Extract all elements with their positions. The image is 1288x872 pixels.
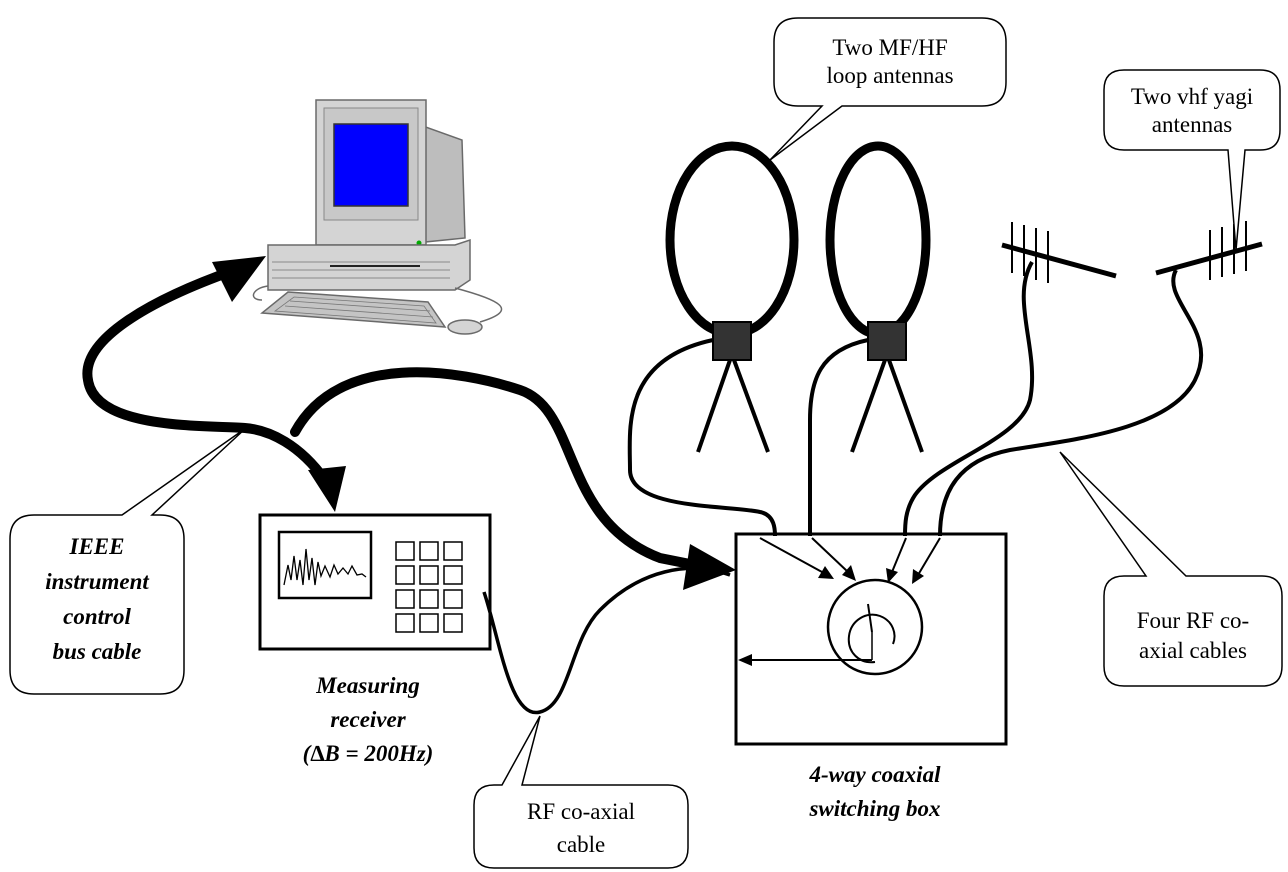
computer-icon xyxy=(252,99,503,335)
yagi-antenna-left xyxy=(1001,222,1117,283)
ieee-bus-cable xyxy=(82,256,736,590)
loop-antenna-right xyxy=(825,141,931,453)
receiver-label-line1: Measuring xyxy=(315,673,420,698)
callout-rf-cables-line2: axial cables xyxy=(1139,638,1247,663)
signal-trace-icon xyxy=(283,548,367,586)
callout-loop-antennas: Two MF/HF loop antennas xyxy=(769,17,1007,161)
callout-ieee-line2: instrument xyxy=(45,569,149,594)
callout-ieee-bus-cable: IEEE instrument control bus cable xyxy=(9,427,247,695)
callout-ieee-line1: IEEE xyxy=(69,534,125,559)
screen-icon xyxy=(333,123,409,207)
arrow-to-switch-icon xyxy=(683,544,736,590)
receiver-label: Measuring receiver (∆B = 200Hz) xyxy=(303,673,434,766)
callout-rf-cable: RF co-axial cable xyxy=(473,715,689,869)
callout-ieee-line3: control xyxy=(63,604,131,629)
arrow-to-computer-icon xyxy=(212,256,266,302)
switch-label-line2: switching box xyxy=(808,796,940,821)
callout-rf-cable-line1: RF co-axial xyxy=(527,799,635,824)
callout-four-rf-cables: Four RF co- axial cables xyxy=(1059,451,1283,687)
switching-box xyxy=(734,532,1008,746)
four-rf-coaxial-cables xyxy=(627,260,1204,537)
callout-yagi-antennas: Two vhf yagi antennas xyxy=(1103,69,1281,251)
callout-yagi-line1: Two vhf yagi xyxy=(1131,84,1253,109)
receiver-label-line2: receiver xyxy=(330,707,406,732)
receiver-keypad xyxy=(395,541,463,633)
arrow-to-receiver-icon xyxy=(308,466,346,512)
loop-antenna-left xyxy=(665,141,799,453)
measuring-receiver xyxy=(258,513,492,651)
callout-ieee-line4: bus cable xyxy=(53,639,142,664)
yagi-antenna-right xyxy=(1155,221,1263,280)
switch-label-line1: 4-way coaxial xyxy=(809,762,942,787)
callout-loop-line1: Two MF/HF xyxy=(832,35,947,60)
switch-box-label: 4-way coaxial switching box xyxy=(808,762,941,821)
callout-loop-line2: loop antennas xyxy=(826,63,953,88)
callout-rf-cables-line1: Four RF co- xyxy=(1137,608,1249,633)
receiver-label-line3: (∆B = 200Hz) xyxy=(303,741,434,766)
rf-coaxial-cable xyxy=(482,566,731,715)
callout-yagi-line2: antennas xyxy=(1152,112,1233,137)
callout-rf-cable-line2: cable xyxy=(557,832,606,857)
